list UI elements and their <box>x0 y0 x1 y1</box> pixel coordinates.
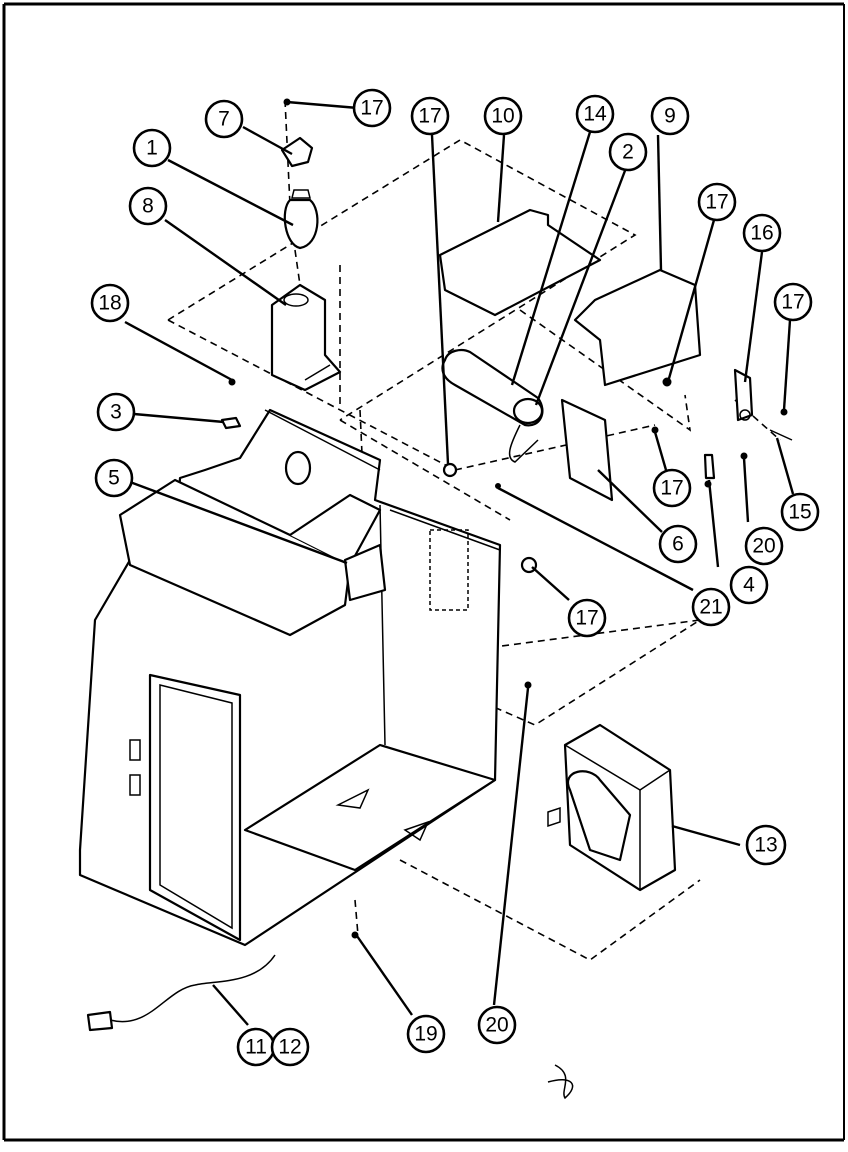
callout-21-label: 21 <box>699 596 722 619</box>
callout-17-far-right-label: 17 <box>781 291 804 314</box>
callout-16: 16 <box>742 213 782 253</box>
callout-17-right: 17 <box>697 182 737 222</box>
handwritten-mark <box>547 1064 574 1100</box>
capacitor-assembly <box>438 208 614 502</box>
callout-10: 10 <box>483 96 523 136</box>
cabinet-chassis <box>78 408 502 947</box>
callout-15-label: 15 <box>788 501 811 524</box>
callout-17-lower-label: 17 <box>575 607 598 630</box>
callout-3: 3 <box>96 392 136 432</box>
callout-17-top-label: 17 <box>360 97 383 120</box>
callout-10-label: 10 <box>491 105 514 128</box>
callout-4-label: 4 <box>743 574 755 597</box>
power-cord <box>86 954 276 1032</box>
callout-17-far-right: 17 <box>773 282 813 322</box>
callout-1: 1 <box>132 128 172 168</box>
callout-11: 11 <box>236 1027 276 1067</box>
callout-3-label: 3 <box>110 401 122 424</box>
callout-13-label: 13 <box>754 834 777 857</box>
callout-14: 14 <box>575 94 615 134</box>
callout-6: 6 <box>658 524 698 564</box>
callout-19: 19 <box>406 1014 446 1054</box>
callout-1-label: 1 <box>146 137 158 160</box>
callout-16-label: 16 <box>750 222 773 245</box>
callout-18-label: 18 <box>98 292 121 315</box>
callout-17-top: 17 <box>352 88 392 128</box>
callout-4: 4 <box>729 565 769 605</box>
callout-2: 2 <box>608 132 648 172</box>
callout-9-label: 9 <box>664 105 676 128</box>
callout-20-bottom: 20 <box>477 1005 517 1045</box>
callout-2-label: 2 <box>622 141 634 164</box>
callout-17-lower: 17 <box>567 598 607 638</box>
callout-19-label: 19 <box>414 1023 437 1046</box>
callout-15: 15 <box>780 492 820 532</box>
callout-5-label: 5 <box>108 467 120 490</box>
callout-12-label: 12 <box>278 1036 301 1059</box>
lamp-assembly <box>270 136 342 392</box>
callout-8: 8 <box>128 186 168 226</box>
callout-17-mid-label: 17 <box>660 477 683 500</box>
callout-7-label: 7 <box>218 108 230 131</box>
transformer <box>547 723 677 892</box>
callout-20-right-label: 20 <box>752 535 775 558</box>
leader-lines <box>124 100 795 1026</box>
callout-9: 9 <box>650 96 690 136</box>
callout-8-label: 8 <box>142 195 154 218</box>
callout-12: 12 <box>270 1027 310 1067</box>
callout-20-bottom-label: 20 <box>485 1014 508 1037</box>
callout-18: 18 <box>90 283 130 323</box>
callout-14-label: 14 <box>583 103 607 126</box>
callout-17-right-label: 17 <box>705 191 728 214</box>
callout-17-mid: 17 <box>652 468 692 508</box>
callout-17-center: 17 <box>410 96 450 136</box>
callout-17-center-label: 17 <box>418 105 441 128</box>
right-brackets <box>573 268 793 488</box>
callout-20-right: 20 <box>744 526 784 566</box>
callout-11-label: 11 <box>245 1036 267 1059</box>
callout-5: 5 <box>94 458 134 498</box>
callout-6-label: 6 <box>672 533 684 556</box>
callout-21: 21 <box>691 587 731 627</box>
callout-7: 7 <box>204 99 244 139</box>
callout-13: 13 <box>745 824 787 866</box>
